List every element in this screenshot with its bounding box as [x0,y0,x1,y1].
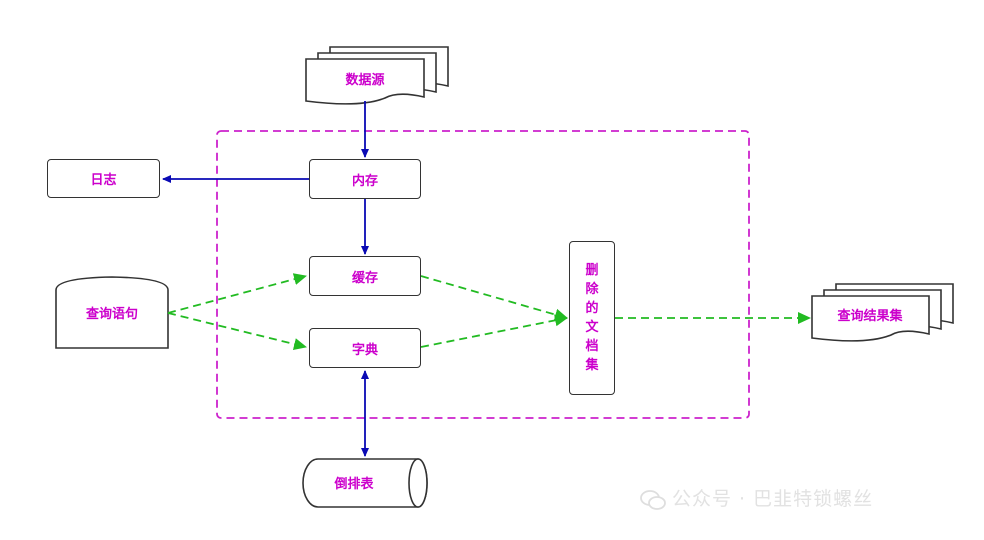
inverted-table-node: 倒排表 [302,458,428,508]
wechat-icon [640,489,666,510]
datasource-label: 数据源 [345,72,384,88]
watermark: 公众号 · 巴韭特锁螺丝 [640,484,873,511]
arrow-query-to-cache [167,273,307,314]
deleted-docs-char: 集 [585,358,599,373]
cache-node: 缓存 [309,256,421,296]
arrow-query-to-dictionary [167,312,307,350]
deleted-docs-node: 删 除 的 文 档 集 [569,241,615,395]
result-set-label: 查询结果集 [836,308,903,324]
deleted-docs-char: 档 [585,339,599,354]
arrow-dictionary-to-deleted [420,314,568,348]
arrow-cache-to-deleted [420,275,568,321]
query-statement-node: 查询语句 [55,276,169,349]
datasource-node: 数据源 [305,46,449,105]
memory-label: 内存 [351,173,378,189]
result-set-node: 查询结果集 [811,283,954,342]
deleted-docs-char: 文 [585,320,599,335]
deleted-docs-char: 除 [585,282,599,297]
process-boundary [216,130,750,419]
inverted-table-label: 倒排表 [333,476,374,492]
watermark-text: 公众号 · 巴韭特锁螺丝 [672,488,874,510]
log-label: 日志 [90,173,117,188]
dictionary-label: 字典 [351,342,378,358]
cache-label: 缓存 [351,270,378,286]
dictionary-node: 字典 [309,328,421,368]
deleted-docs-char: 删 [585,263,599,278]
log-node: 日志 [47,159,160,198]
memory-node: 内存 [309,159,421,199]
deleted-docs-char: 的 [585,301,599,316]
query-statement-label: 查询语句 [85,306,138,322]
